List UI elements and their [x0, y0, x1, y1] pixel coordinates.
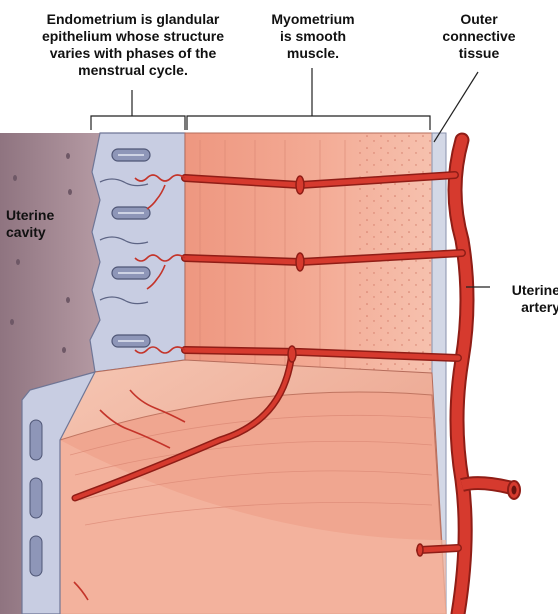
label-brackets — [90, 68, 490, 288]
cavity-speckles — [10, 153, 72, 353]
epithelial-folds — [99, 178, 149, 305]
uterine-cavity-label: Uterine cavity — [6, 207, 55, 240]
artery-cut-ends — [287, 175, 424, 557]
outer-connective-tissue-label: Outer connective tissue — [442, 11, 516, 61]
uterine-artery-label: Uterine artery — [511, 282, 558, 315]
gland-lumens — [118, 154, 144, 342]
front-face — [60, 440, 446, 614]
myometrium-label: Myometrium is smooth muscle. — [271, 11, 355, 61]
endometrium-label: Endometrium is glandular epithelium whos… — [41, 11, 225, 78]
spiral-arterioles — [73, 174, 186, 601]
arc-fiber-lines — [69, 414, 433, 526]
lower-glands — [29, 419, 43, 577]
